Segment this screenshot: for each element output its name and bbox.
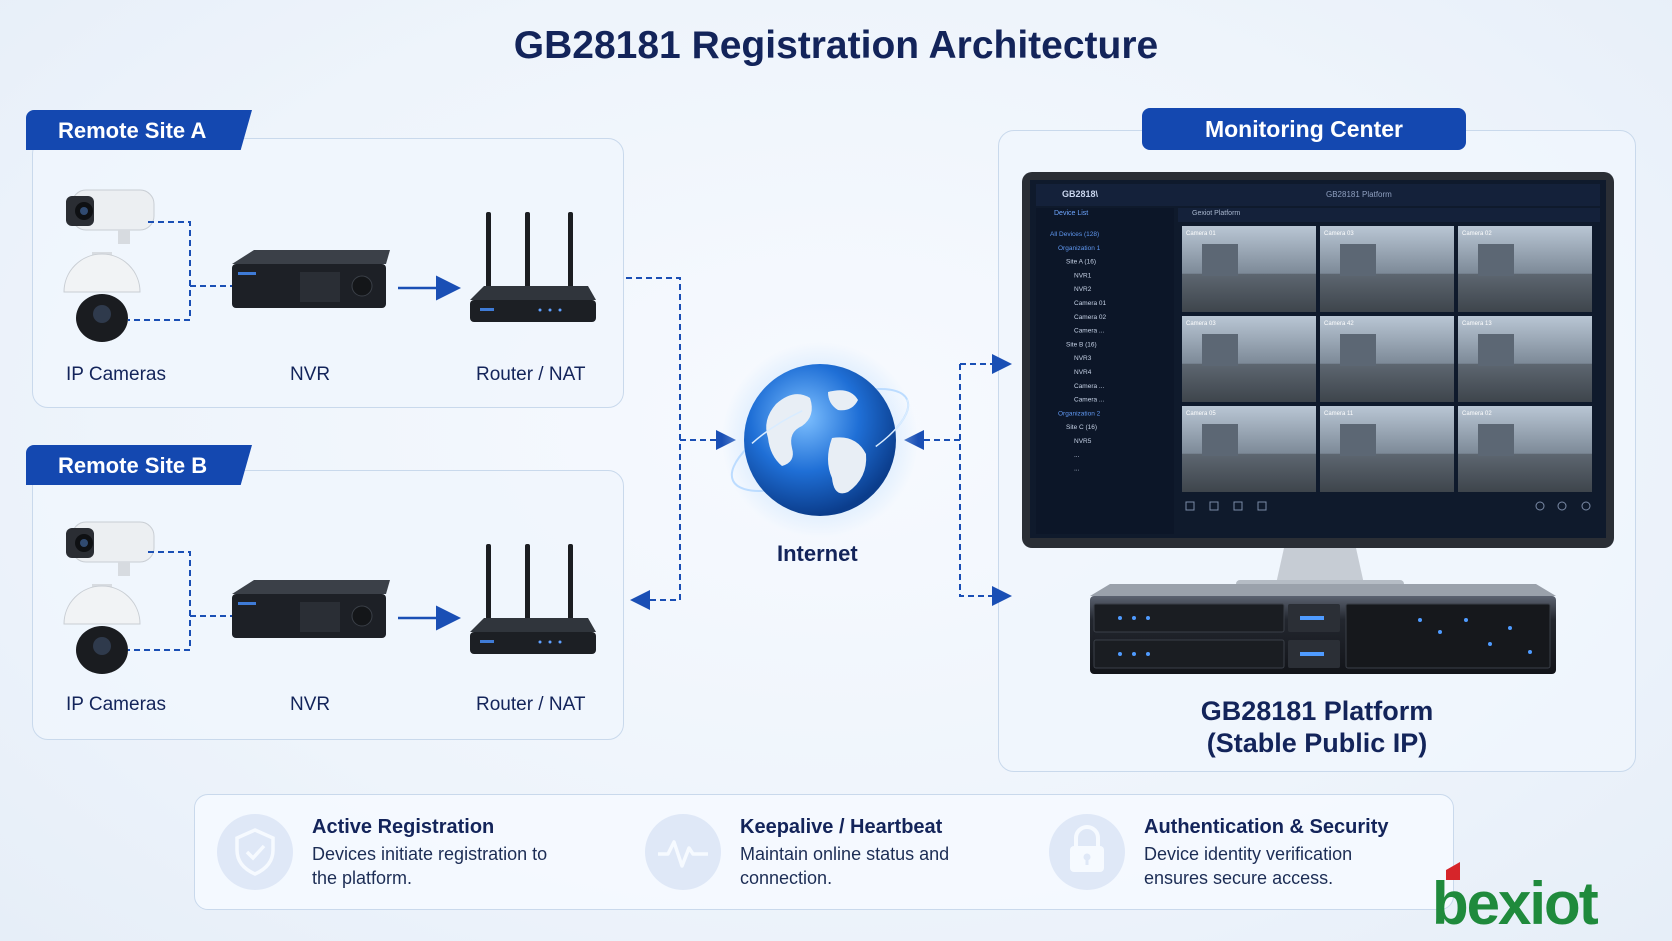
camera-tile-label: Camera 05 bbox=[1186, 411, 1216, 417]
tile-building bbox=[1202, 334, 1238, 366]
screen-toolbar bbox=[1185, 501, 1591, 511]
site-b-bullet-camera-icon bbox=[66, 521, 155, 576]
device-tree-item[interactable]: NVR4 bbox=[1074, 369, 1092, 376]
internet-label: Internet bbox=[777, 541, 858, 566]
screen-sidebar-header: Device List bbox=[1054, 210, 1089, 217]
screen-grid-header bbox=[1178, 208, 1600, 222]
internet-globe-icon bbox=[722, 342, 918, 538]
tile-building bbox=[1340, 244, 1376, 276]
device-tree-item[interactable]: Site A (16) bbox=[1066, 259, 1096, 266]
feature-title-keepalive: Keepalive / Heartbeat bbox=[740, 816, 943, 838]
device-tree-item[interactable]: NVR3 bbox=[1074, 355, 1092, 362]
screen-grid-header-title: Gexiot Platform bbox=[1192, 210, 1241, 217]
site-b-nvr-label: NVR bbox=[290, 694, 331, 715]
site-b-nvr-icon bbox=[232, 580, 390, 638]
platform-server-icon bbox=[1090, 584, 1556, 674]
platform-label-line2: (Stable Public IP) bbox=[1206, 728, 1428, 758]
device-tree-item[interactable]: NVR2 bbox=[1074, 286, 1092, 293]
site-a-cameras-label: IP Cameras bbox=[66, 364, 166, 385]
site-b-tab: Remote Site B bbox=[26, 445, 252, 485]
feature-desc-registration: Devices initiate registration to the pla… bbox=[312, 844, 548, 888]
device-tree-item[interactable]: Camera 02 bbox=[1074, 314, 1107, 321]
site-b-dome-camera-icon bbox=[63, 584, 141, 674]
site-b-cameras-label: IP Cameras bbox=[66, 694, 166, 715]
device-tree-item[interactable]: NVR1 bbox=[1074, 272, 1092, 279]
camera-tile-label: Camera 42 bbox=[1324, 321, 1354, 327]
camera-tile-grid: Camera 01 Camera 03 Camera 02 Camera 03 Came… bbox=[1182, 226, 1592, 492]
tile-building bbox=[1340, 424, 1376, 456]
device-tree-item[interactable]: Site C (16) bbox=[1066, 424, 1097, 431]
platform-label-line1: GB28181 Platform bbox=[1200, 696, 1434, 726]
screen-center-title: GB28181 Platform bbox=[1326, 190, 1392, 199]
monitoring-center-tab: Monitoring Center bbox=[1142, 108, 1466, 150]
site-b-router-icon bbox=[470, 544, 596, 654]
camera-tile-label: Camera 13 bbox=[1462, 321, 1492, 327]
device-tree-item[interactable]: Camera 01 bbox=[1074, 300, 1107, 307]
site-a-tab: Remote Site A bbox=[26, 110, 252, 150]
device-tree-item[interactable]: ... bbox=[1074, 452, 1080, 459]
page-title: GB28181 Registration Architecture bbox=[513, 24, 1159, 67]
site-a-bullet-camera-icon bbox=[66, 189, 155, 244]
tile-building bbox=[1202, 244, 1238, 276]
device-tree-item[interactable]: Site B (16) bbox=[1066, 341, 1097, 348]
tile-building bbox=[1478, 244, 1514, 276]
camera-tile-label: Camera 02 bbox=[1462, 231, 1492, 237]
site-a-nvr-label: NVR bbox=[290, 364, 331, 385]
camera-tile-label: Camera 02 bbox=[1462, 411, 1492, 417]
site-a-router-icon bbox=[470, 212, 596, 322]
site-a-camera-connector bbox=[128, 221, 232, 321]
device-tree-item[interactable]: NVR5 bbox=[1074, 438, 1092, 445]
site-a-nvr-icon bbox=[232, 250, 390, 308]
device-tree-item[interactable]: Camera ... bbox=[1074, 328, 1105, 335]
feature-desc-keepalive: Maintain online status and connection. bbox=[740, 844, 950, 888]
device-tree-item[interactable]: Camera ... bbox=[1074, 383, 1105, 390]
feature-title-registration: Active Registration bbox=[312, 816, 495, 838]
feature-strip bbox=[194, 794, 1454, 910]
tile-building bbox=[1478, 424, 1514, 456]
svg-text:bexiot: bexiot bbox=[1432, 870, 1599, 932]
tile-building bbox=[1202, 424, 1238, 456]
device-tree-item[interactable]: ... bbox=[1074, 466, 1080, 473]
device-tree-item[interactable]: Organization 2 bbox=[1058, 410, 1101, 417]
site-b-camera-connector bbox=[128, 551, 232, 651]
bexiot-logo: bexiot bbox=[1432, 862, 1601, 932]
site-a-router-label: Router / NAT bbox=[476, 364, 586, 385]
device-tree: All Devices (128) Organization 1 Site A (1… bbox=[1050, 231, 1107, 473]
camera-tile-label: Camera 01 bbox=[1186, 231, 1216, 237]
device-tree-item[interactable]: Camera ... bbox=[1074, 397, 1105, 404]
camera-tile-label: Camera 11 bbox=[1324, 411, 1354, 417]
device-tree-item[interactable]: All Devices (128) bbox=[1050, 231, 1099, 238]
site-a-dome-camera-icon bbox=[63, 252, 141, 342]
screen-titlebar bbox=[1036, 184, 1600, 206]
camera-tile-label: Camera 03 bbox=[1186, 321, 1216, 327]
tile-building bbox=[1340, 334, 1376, 366]
site-links bbox=[626, 277, 736, 610]
camera-tile-label: Camera 03 bbox=[1324, 231, 1354, 237]
feature-desc-security: Device identity verification ensures sec… bbox=[1144, 844, 1353, 888]
tile-building bbox=[1478, 334, 1514, 366]
site-b-router-label: Router / NAT bbox=[476, 694, 586, 715]
screen-sidebar bbox=[1036, 208, 1174, 534]
screen-app-title: GB2818\ bbox=[1062, 189, 1099, 199]
feature-title-security: Authentication & Security bbox=[1144, 816, 1389, 838]
monitoring-links bbox=[904, 354, 1012, 606]
device-tree-item[interactable]: Organization 1 bbox=[1058, 245, 1101, 252]
